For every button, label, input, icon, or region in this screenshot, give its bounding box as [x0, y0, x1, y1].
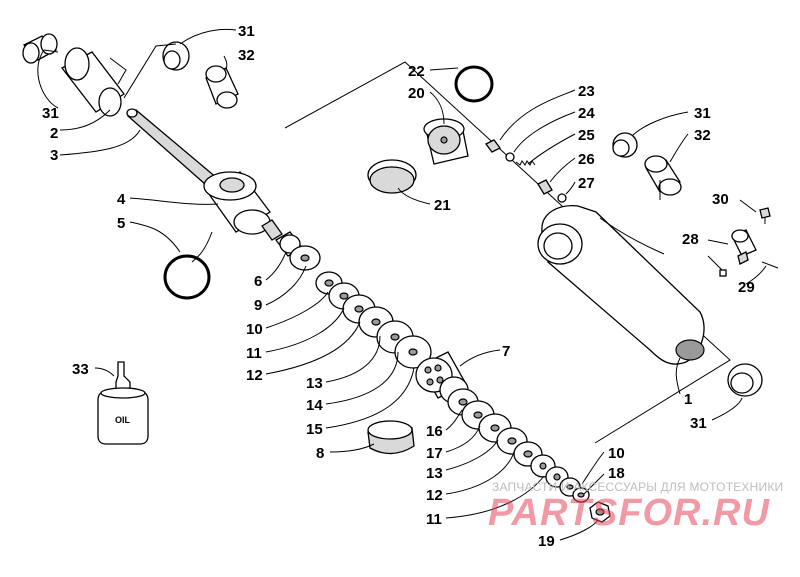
bushing-31-left — [22, 33, 58, 64]
piston-band-8 — [367, 420, 415, 455]
bushing-31-right — [612, 132, 638, 158]
piston-7 — [415, 351, 469, 404]
callout-13: 13 — [426, 465, 443, 482]
callout-29: 29 — [738, 279, 755, 296]
valve-fitting-28 — [719, 229, 757, 277]
o-ring-22 — [454, 65, 494, 103]
callout-5: 5 — [117, 215, 125, 232]
callout-19: 19 — [538, 533, 555, 550]
callout-10: 10 — [608, 445, 625, 462]
damper-housing-1 — [537, 205, 705, 365]
o-ring-5 — [163, 254, 211, 300]
callout-18: 18 — [608, 465, 625, 482]
callout-labels: 31 32 31 2 3 4 5 6 9 10 11 12 13 14 15 8… — [42, 23, 755, 550]
callout-28: 28 — [682, 231, 699, 248]
callout-4: 4 — [117, 191, 126, 208]
callout-26: 26 — [578, 151, 595, 168]
callout-22: 22 — [408, 63, 425, 80]
oil-bottle-33: OIL — [97, 361, 149, 445]
callout-27: 27 — [578, 175, 595, 192]
callout-14: 14 — [306, 397, 323, 414]
callout-31: 31 — [238, 23, 255, 40]
callout-12: 12 — [426, 487, 443, 504]
damper-body-4 — [203, 171, 283, 241]
spring-25 — [515, 160, 536, 166]
screw-23 — [485, 139, 501, 153]
callout-6: 6 — [254, 273, 262, 290]
callout-33: 33 — [72, 361, 89, 378]
bushing-31-top — [162, 41, 190, 71]
o-ring-27 — [557, 193, 567, 203]
bushing-tube-2 — [61, 47, 127, 117]
callout-32: 32 — [694, 127, 711, 144]
callout-31: 31 — [42, 105, 59, 122]
shim-stack-upper — [289, 245, 432, 369]
ball-24 — [505, 152, 515, 162]
callout-24: 24 — [578, 105, 595, 122]
clip-29 — [761, 261, 779, 269]
bushing-31-bottom — [727, 363, 763, 397]
callout-11: 11 — [246, 345, 262, 362]
bushing-32-right — [644, 155, 682, 196]
callout-7: 7 — [502, 343, 510, 360]
screw-30 — [759, 207, 771, 224]
callout-11: 11 — [426, 511, 442, 528]
shim-stack-lower — [447, 388, 590, 503]
callout-31: 31 — [690, 415, 707, 432]
callout-3: 3 — [50, 147, 58, 164]
callout-16: 16 — [426, 423, 443, 440]
assembly-outline — [284, 61, 731, 444]
callout-13: 13 — [306, 375, 323, 392]
callout-2: 2 — [50, 125, 58, 142]
callout-21: 21 — [434, 197, 451, 214]
callout-32: 32 — [238, 47, 255, 64]
band-21 — [367, 159, 417, 194]
callout-23: 23 — [578, 83, 595, 100]
callout-1: 1 — [684, 391, 692, 408]
callout-15: 15 — [306, 421, 323, 438]
oil-label: OIL — [115, 415, 131, 425]
callout-25: 25 — [578, 127, 595, 144]
callout-30: 30 — [712, 191, 729, 208]
callout-20: 20 — [408, 85, 425, 102]
callout-17: 17 — [426, 445, 443, 462]
reservoir-cap-20 — [423, 118, 469, 165]
plug-26 — [537, 179, 553, 195]
callout-12: 12 — [246, 367, 263, 384]
callout-31: 31 — [694, 105, 711, 122]
callout-9: 9 — [254, 297, 262, 314]
bushing-32-top — [205, 65, 239, 109]
callout-8: 8 — [316, 445, 324, 462]
nut-19 — [589, 501, 611, 523]
leader-lines — [37, 28, 767, 541]
callout-10: 10 — [246, 321, 263, 338]
